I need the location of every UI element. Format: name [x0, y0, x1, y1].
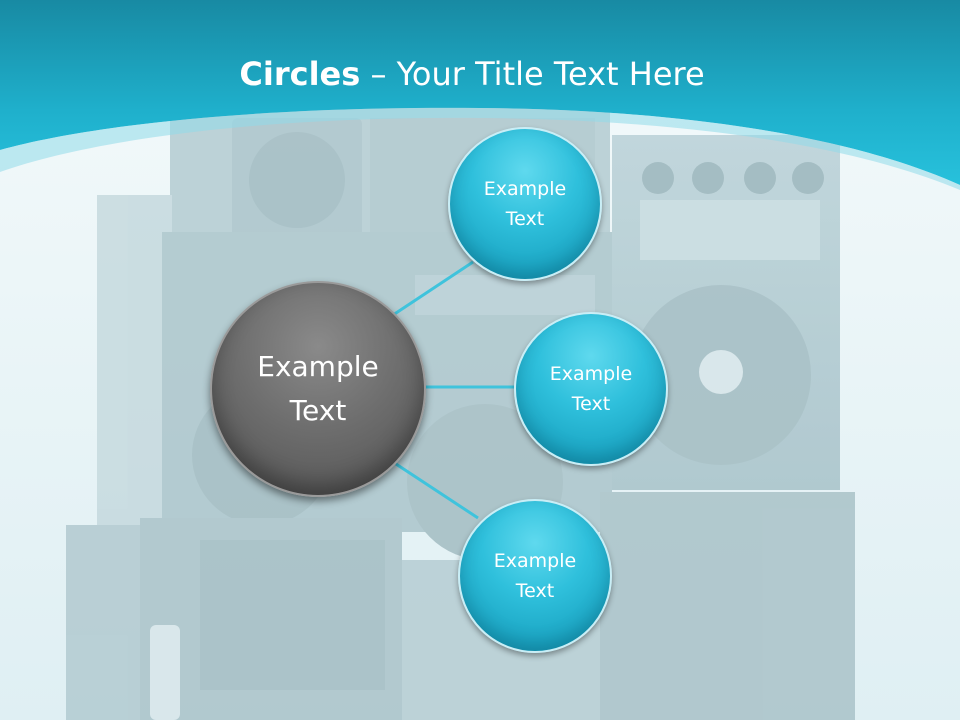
- top-circle-line1: Example: [483, 178, 567, 200]
- center-circle-line2: Text: [289, 394, 347, 427]
- top-circle-line2: Text: [505, 208, 545, 230]
- center-circle-line1: Example: [257, 350, 379, 383]
- middle-circle-line2: Text: [571, 393, 611, 415]
- slide-title: Circles – Your Title Text Here: [0, 50, 944, 98]
- middle-circle: Example Text: [514, 312, 668, 466]
- slide-title-rest: – Your Title Text Here: [360, 55, 705, 93]
- slide-title-bold: Circles: [239, 55, 361, 93]
- bottom-circle: Example Text: [458, 499, 612, 653]
- connector-top: [392, 260, 474, 317]
- middle-circle-line1: Example: [549, 363, 633, 385]
- connector-lines: [392, 260, 514, 520]
- center-circle: Example Text: [210, 281, 426, 497]
- bottom-circle-line2: Text: [515, 580, 555, 602]
- top-circle: Example Text: [448, 127, 602, 281]
- bottom-circle-line1: Example: [493, 550, 577, 572]
- connector-bottom: [395, 462, 479, 520]
